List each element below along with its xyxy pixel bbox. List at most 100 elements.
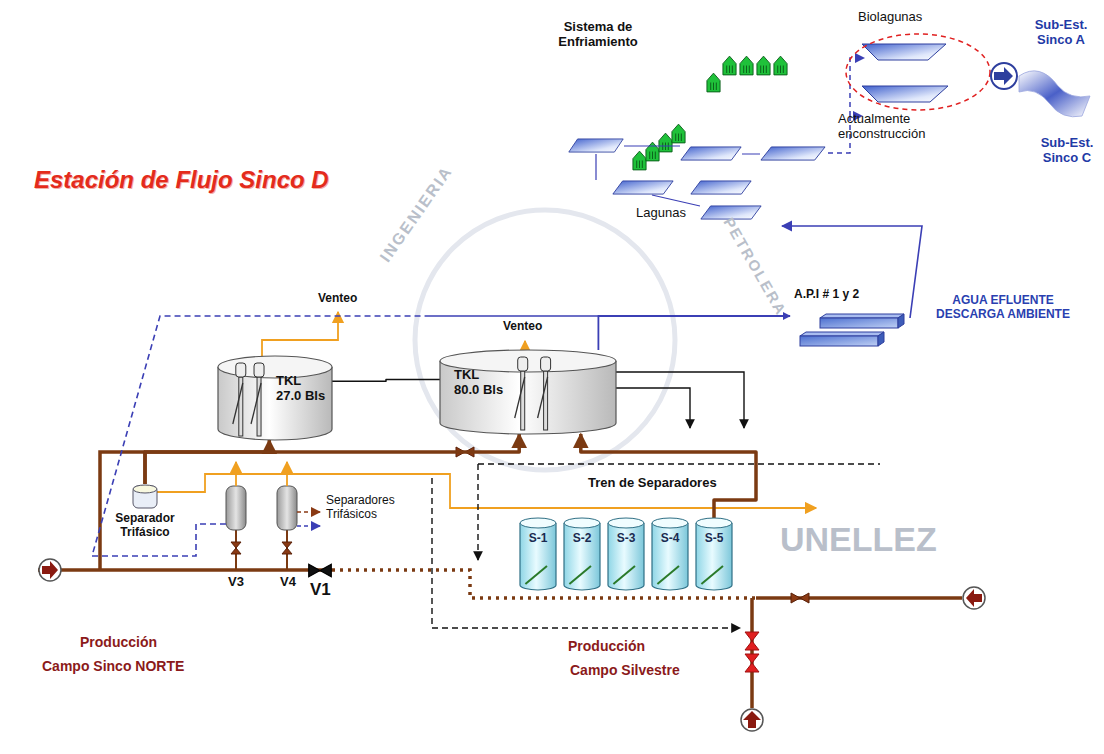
vessel-top [520,518,556,528]
watermark: PETROLERA [720,214,790,318]
api-box-top [820,314,904,318]
vessel-inlet [525,566,547,584]
oil-pipes-part [750,598,754,708]
diagram-title: Estación de Flujo Sinco D [34,166,329,194]
area-title: Biolagunas [858,10,922,25]
api-box [800,336,878,346]
tank-inlet-cap [518,357,528,371]
node-text: TKL 27.0 Bls [276,374,328,404]
separator-body [133,486,157,508]
cooling-towers-part [774,56,787,75]
bio-lagoons-part [991,63,1017,89]
separator-vessel: S-4 [652,518,688,590]
source-label: Producción [80,634,157,650]
cooling-towers-part [672,124,685,143]
vessel-inlet [657,566,679,584]
tank-inlet-pipe [515,377,525,418]
node-text: S-2 [564,532,600,546]
vessel-top [608,518,644,528]
vessel-inlet [613,566,635,584]
valves [231,447,809,672]
cooling-towers-part [707,73,720,92]
tank-roof [218,356,332,378]
valves-part [231,542,241,554]
small-separators-part [226,486,246,530]
inlet-outlet-symbols-part [741,709,763,731]
bio-lagoons-part [862,44,946,60]
vessel-top [652,518,688,528]
inlet-outlet-symbols-part [39,559,61,581]
valve-label: V4 [280,575,296,590]
valve-label: V3 [228,575,244,590]
pipe-connector [145,434,519,484]
inlet-outlet-symbols [39,559,985,731]
small-separators-part [297,525,320,527]
cooling-towers-part [646,142,659,161]
api-box-top [800,332,884,336]
separator-vessel-outline [696,518,732,590]
valves-part [309,564,332,577]
api-box-side [878,332,884,346]
cooling-towers-part [757,56,770,75]
api-separator: A.P.I # 1 y 2 [790,288,910,354]
node-text: S-1 [520,532,556,546]
pipe-connector [598,316,790,350]
vessel-top [564,518,600,528]
watermark: UNELLEZ [780,520,937,559]
node-text: S-4 [652,532,688,546]
node-text: TKL 80.0 Bls [454,368,506,398]
bio-lagoons-part [994,67,1013,85]
valves-part [745,654,759,672]
lagoons-part [691,181,751,194]
node-text: Separador Trifásico [105,512,185,540]
tank-inlet-pipe [233,383,243,424]
cooling-towers-part [740,56,753,75]
discharge-label: AGUA EFLUENTE DESCARGA AMBIENTE [928,294,1078,322]
lagoons [569,58,864,219]
watermark-seal-part [415,210,675,470]
inlet-outlet-symbols-part [963,587,985,609]
storage-tank: TKL 27.0 Bls [218,356,332,440]
cooling-towers-part [633,151,646,170]
node-text: A.P.I # 1 y 2 [794,288,910,302]
gas-lines-part [157,474,816,508]
bio-lagoons-part [1019,71,1090,117]
vessel-body [520,523,556,590]
separator-vessel: S-2 [564,518,600,590]
lagoons-part [850,58,864,116]
inlet-outlet-symbols-part [743,711,761,728]
separator-vessel-outline [652,518,688,590]
source-label: Campo Sinco NORTE [42,658,184,674]
three-phase-separator: Separador Trifásico [105,484,185,548]
vessel-top [696,518,732,528]
lagoons-part [569,139,623,152]
valves-part [791,593,809,603]
water-lines-part [430,315,598,317]
watermark-seal [415,210,675,470]
water-lines [92,226,922,556]
water-lines-part [92,316,430,556]
cooling-towers-part [723,56,736,75]
pipe-connector [145,440,269,484]
node-text: S-5 [696,532,732,546]
separator-top [133,485,157,493]
node-text: S-3 [608,532,644,546]
small-separators-part [297,511,320,513]
equipment-label: Separadores Trifásicos [326,494,416,522]
vessel-body [652,523,688,590]
valves-part [745,632,759,650]
vessel-body [608,523,644,590]
oil-pipes-part [236,530,287,570]
separator-vessel: S-1 [520,518,556,590]
separator-vessel: S-5 [696,518,732,590]
tank-inlet-pipe [251,383,261,424]
api-box-side [898,314,904,328]
drain-lines-part [616,372,744,428]
gas-lines [157,312,816,508]
small-separators-part [277,486,297,530]
bio-lagoons-part [862,86,948,102]
vent-label: Venteo [503,320,542,334]
api-box [820,318,898,328]
valves-part [282,542,292,554]
bio-lagoons-part [846,34,990,110]
